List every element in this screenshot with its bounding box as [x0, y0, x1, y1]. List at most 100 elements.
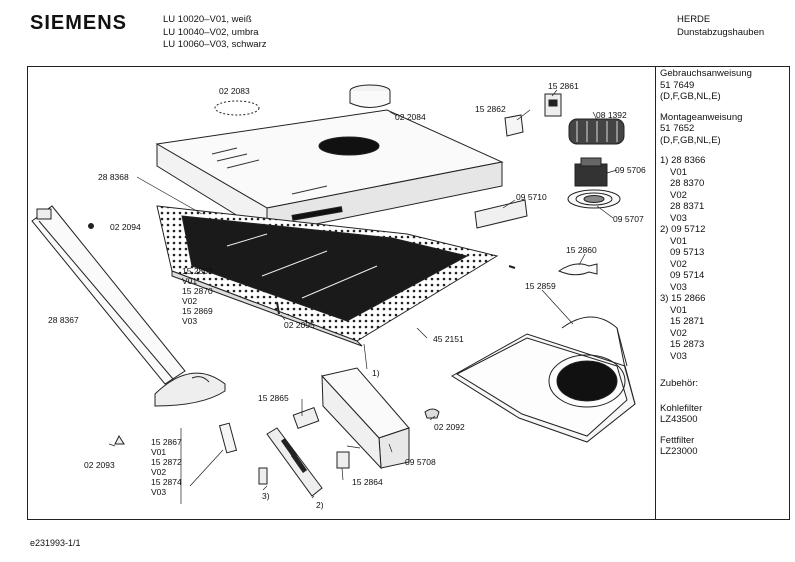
variant-line: 28 8371	[670, 201, 705, 212]
category-line: HERDE	[677, 14, 711, 25]
category-line: Dunstabzugshauben	[677, 26, 765, 38]
manual-title: Gebrauchsanweisung	[660, 68, 752, 79]
callout-label: 08 1392	[596, 110, 627, 120]
sidebar-divider	[655, 66, 656, 520]
model-line: LU 10020–V01, weiß	[163, 14, 252, 25]
hood-control-slot	[291, 206, 343, 221]
callout-label: 15 2861	[548, 81, 579, 91]
switch-slider	[218, 422, 238, 454]
callout-label: 02 2084	[395, 112, 426, 122]
variant-line: 15 2873	[670, 339, 705, 350]
callout-variant-group: 15 2863 V01 15 2870 V02 15 2869 V03	[182, 266, 213, 326]
callout-line: 15 2872	[151, 457, 182, 467]
manual-title: Montageanweisung	[660, 111, 743, 123]
callout-label: 45 2151	[433, 334, 464, 344]
variant-line: 09 5713	[670, 247, 705, 258]
spring-clip	[114, 434, 125, 445]
seal-ring	[214, 100, 260, 116]
callout-label: 2)	[316, 500, 324, 510]
brand-logo-text: SIEMENS	[30, 12, 128, 34]
duct-adapter-body	[349, 91, 391, 108]
callout-label: 3)	[262, 491, 270, 501]
front-panel-strip	[31, 205, 186, 385]
callout-line: 15 2867	[151, 437, 182, 447]
callout-line: V02	[151, 467, 167, 477]
screw-pin	[276, 301, 280, 315]
model-list: LU 10020–V01, weiß LU 10040–V02, umbra L…	[163, 14, 267, 52]
filter-mat	[181, 215, 469, 322]
callout-label: 15 2865	[258, 393, 289, 403]
variant-line: V02	[670, 327, 687, 339]
variant-line: V01	[670, 304, 687, 316]
capacitor	[504, 114, 524, 137]
variant-line: V01	[670, 235, 687, 247]
callout-label: 28 8367	[48, 315, 79, 325]
variant-list: 1) 28 8366 V01 28 8370 V02 28 8371 V03 2…	[660, 155, 788, 362]
product-category: HERDE Dunstabzugshauben	[677, 14, 764, 39]
callout-label: 15 2859	[525, 281, 556, 291]
parts-sidebar: Gebrauchsanweisung 51 7649 (D,F,GB,NL,E)…	[660, 68, 788, 467]
callout-label: 02 2092	[434, 422, 465, 432]
document-id: e231993-1/1	[30, 538, 81, 548]
accessory-entry: Kohlefilter LZ43500	[660, 403, 788, 426]
wire-clip	[508, 265, 516, 269]
callout-label: 02 2094	[110, 222, 141, 232]
variant-line: V01	[670, 166, 687, 178]
manual-languages: (D,F,GB,NL,E)	[660, 91, 721, 102]
callout-line: 15 2869	[182, 306, 213, 316]
manual-entry: Montageanweisung 51 7652 (D,F,GB,NL,E)	[660, 112, 788, 147]
callout-variant-group: 15 2867 V01 15 2872 V02 15 2874 V03	[151, 437, 182, 497]
accessory-code: LZ43500	[660, 414, 698, 425]
hood-exhaust-opening	[318, 136, 380, 156]
model-line: LU 10060–V03, schwarz	[163, 39, 267, 50]
callout-line: V01	[151, 447, 167, 457]
accessory-name: Fettfilter	[660, 434, 695, 446]
callout-label: 02 2095	[284, 320, 315, 330]
variant-line: V03	[670, 350, 687, 362]
accessories-heading: Zubehör:	[660, 378, 699, 389]
hinge-clip	[424, 408, 440, 419]
callout-label: 15 2862	[475, 104, 506, 114]
cover-plate	[474, 199, 528, 229]
variant-line: V02	[670, 189, 687, 201]
variant-line: V02	[670, 258, 687, 270]
variant-line: 3) 15 2866	[660, 293, 706, 304]
callout-label: 09 5707	[613, 214, 644, 224]
variant-line: V03	[670, 212, 687, 224]
callout-label: 09 5708	[405, 457, 436, 467]
manual-number: 51 7652	[660, 123, 695, 134]
callout-line: V03	[151, 487, 167, 497]
variant-line: 28 8370	[670, 178, 705, 189]
accessory-name: Kohlefilter	[660, 402, 703, 414]
diagram-frame	[27, 66, 790, 520]
callout-label: 02 2083	[219, 86, 250, 96]
variant-line: V03	[670, 281, 687, 293]
callout-label: 02 2093	[84, 460, 115, 470]
switch-button-small	[258, 467, 268, 485]
manual-entry: Gebrauchsanweisung 51 7649 (D,F,GB,NL,E)	[660, 68, 788, 103]
accessory-code: LZ23000	[660, 446, 698, 457]
callout-label: 28 8368	[98, 172, 129, 182]
callout-label: 09 5706	[615, 165, 646, 175]
callout-line: V02	[182, 296, 198, 306]
variant-line: 09 5714	[670, 270, 705, 281]
model-line: LU 10040–V02, umbra	[163, 26, 259, 38]
callout-label: 09 5710	[516, 192, 547, 202]
callout-line: V03	[182, 316, 198, 326]
callout-label: 1)	[372, 368, 380, 378]
end-cap	[154, 372, 226, 407]
callout-line: 15 2870	[182, 286, 213, 296]
variant-line: 1) 28 8366	[660, 155, 706, 166]
callout-label: 15 2864	[352, 477, 383, 487]
callout-line: 15 2863	[182, 266, 213, 276]
accessory-entry: Fettfilter LZ23000	[660, 435, 788, 458]
callout-line: V01	[182, 276, 198, 286]
callout-line: 15 2874	[151, 477, 182, 487]
motor	[574, 163, 608, 187]
manual-languages: (D,F,GB,NL,E)	[660, 134, 721, 146]
switch-panel	[266, 427, 323, 497]
lamp-bulb	[557, 263, 598, 276]
switch-clip	[336, 451, 350, 469]
variant-line: 2) 09 5712	[660, 224, 706, 235]
manual-number: 51 7649	[660, 79, 695, 91]
